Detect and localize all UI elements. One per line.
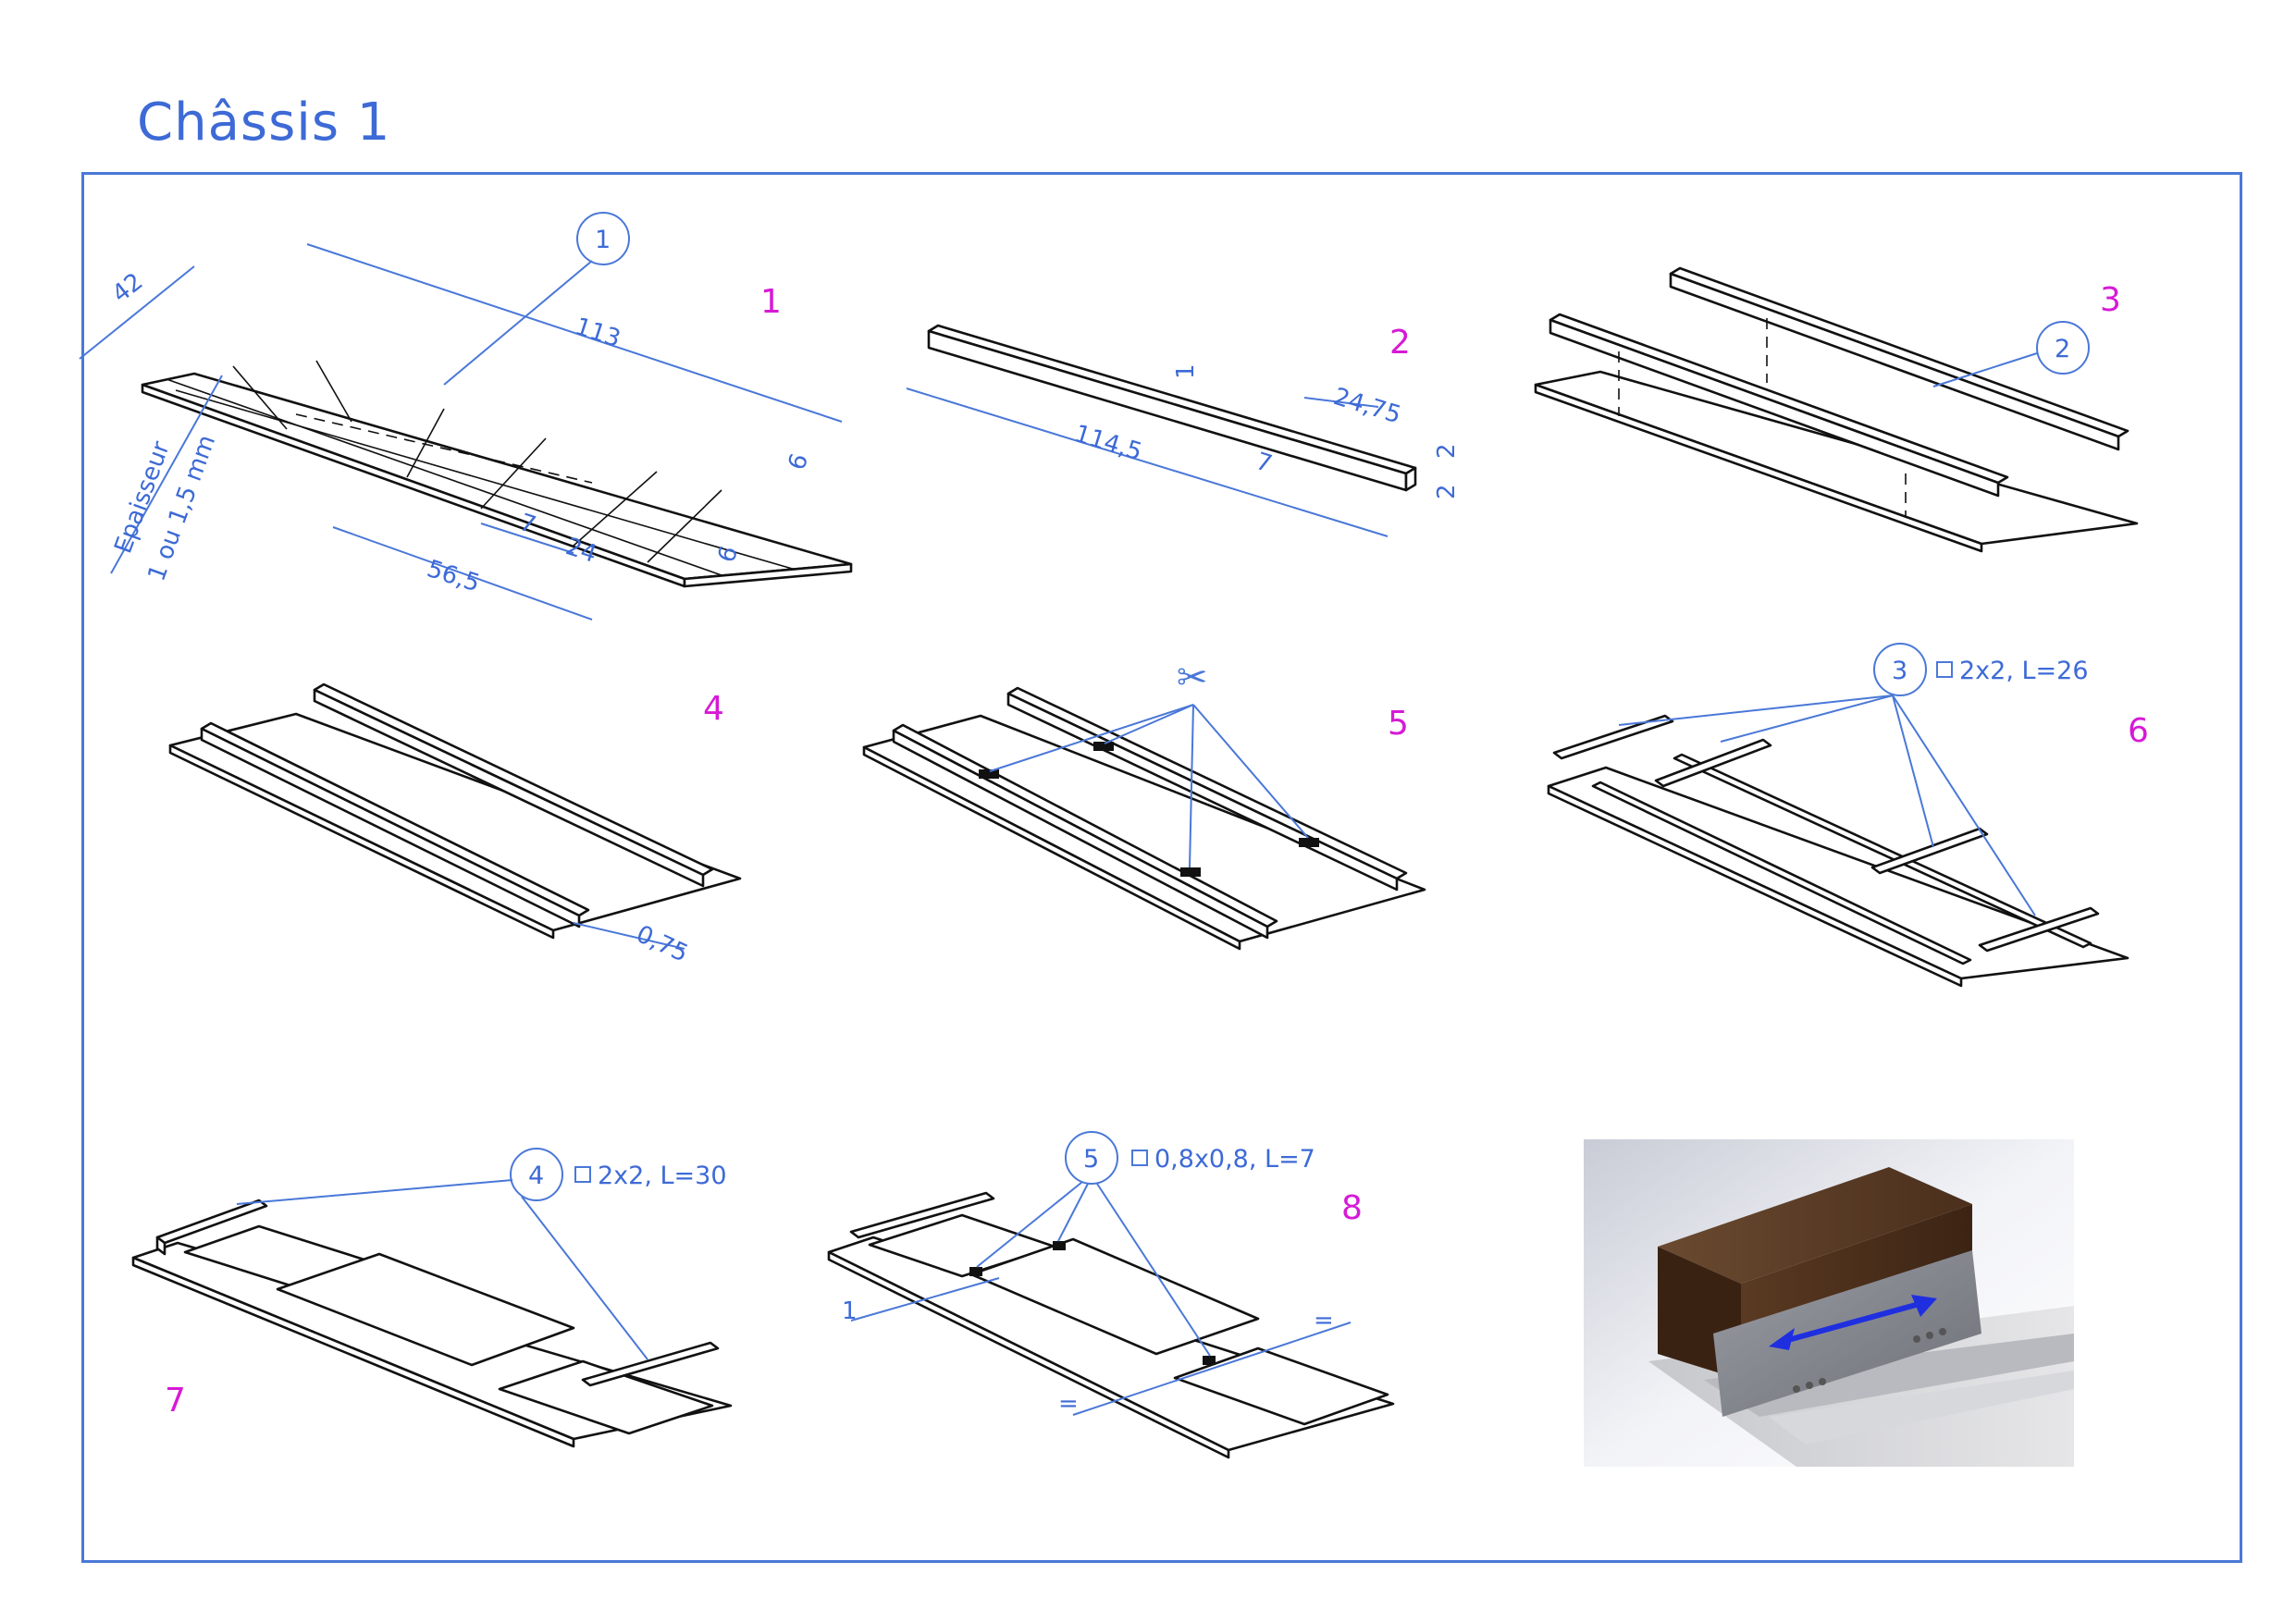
dim-6a: 6 xyxy=(783,450,814,474)
crossbar-1 xyxy=(1552,714,1674,760)
step-1-panel: 42 113 1 1 Epaisseur 1 ou 1,5 mm 56,5 7 … xyxy=(74,203,870,629)
step-2-number: 2 xyxy=(1389,324,1411,362)
callout-2-label: 2 xyxy=(2055,335,2070,363)
plate-top xyxy=(141,372,853,581)
step-8-panel: 5 0,8x0,8, L=7 1 = = 8 xyxy=(814,1110,1425,1480)
rail-right xyxy=(1673,753,2092,949)
section-square-icon xyxy=(574,1166,591,1183)
crossbar-4 xyxy=(1978,906,2100,953)
step-1-number: 1 xyxy=(760,283,782,321)
step-4-number: 4 xyxy=(703,690,724,728)
step-2-drawing: 114,5 24,75 1 7 2 2 2 xyxy=(906,324,1461,537)
frame-2 xyxy=(969,1237,1260,1356)
rail-end xyxy=(1404,466,1417,492)
render-preview xyxy=(1584,1139,2074,1467)
scissors-icon: ✂ xyxy=(1177,657,1208,699)
spacer-piece xyxy=(969,1267,982,1276)
crossbar-top xyxy=(849,1191,995,1239)
step-6-drawing: 3 2x2, L=26 6 xyxy=(1547,643,2149,988)
frame-2 xyxy=(276,1252,575,1367)
dim-1: 1 xyxy=(1172,363,1200,379)
dim-7-rail: 7 xyxy=(1253,448,1276,479)
section-square-icon xyxy=(1131,1150,1148,1166)
dim-1-spacer: 1 xyxy=(842,1297,858,1325)
callout-3-spec: 2x2, L=26 xyxy=(1959,657,2089,685)
dim-2a: 2 xyxy=(1433,443,1461,459)
step-1-drawing: 42 113 1 1 Epaisseur 1 ou 1,5 mm 56,5 7 … xyxy=(79,212,853,621)
equal-mark-b: = xyxy=(1058,1390,1079,1418)
step-6-panel: 3 2x2, L=26 6 xyxy=(1517,638,2183,999)
base-plate-edge xyxy=(1534,383,1983,553)
step-8-number: 8 xyxy=(1341,1189,1363,1227)
step-7-number: 7 xyxy=(165,1382,186,1420)
callout-4-spec: 2x2, L=30 xyxy=(598,1162,727,1190)
callout-1-label: 1 xyxy=(595,226,611,254)
rail-left xyxy=(1591,781,1972,965)
dim-2b: 2 xyxy=(1433,484,1461,499)
base-plate xyxy=(1534,370,2139,546)
step-3-number: 3 xyxy=(2100,281,2121,319)
metal-plate xyxy=(1713,1250,1981,1417)
render-preview-image xyxy=(1584,1139,2074,1467)
step-8-drawing: 5 0,8x0,8, L=7 1 = = 8 xyxy=(827,1131,1395,1459)
dim-56-5: 56,5 xyxy=(424,555,483,597)
frame-3 xyxy=(1173,1346,1389,1426)
callout-2-circle xyxy=(2036,321,2090,375)
page-title: Châssis 1 xyxy=(137,92,391,153)
dim-114-5: 114,5 xyxy=(1071,420,1145,466)
step-5-number: 5 xyxy=(1388,705,1409,743)
motion-arrow xyxy=(1777,1299,1927,1346)
callout-4-circle xyxy=(510,1148,563,1201)
step-3-drawing: 2 3 xyxy=(1534,266,2139,553)
callout-3-label: 3 xyxy=(1892,657,1907,685)
section-square-icon xyxy=(1936,661,1953,678)
step-4-drawing: 0,75 4 xyxy=(168,682,742,968)
crossbar-2 xyxy=(1654,738,1772,788)
callout-5-label: 5 xyxy=(1083,1145,1099,1174)
callout-5-spec: 0,8x0,8, L=7 xyxy=(1154,1145,1315,1174)
step-5-drawing: ✂ 5 xyxy=(862,657,1426,951)
step-2-panel: 114,5 24,75 1 7 2 2 2 xyxy=(888,305,1480,583)
dim-24-75: 24,75 xyxy=(1330,383,1404,429)
wood-box-top xyxy=(1658,1167,1972,1284)
drawing-frame xyxy=(81,172,2242,1563)
crossbar-bottom xyxy=(581,1341,720,1387)
step-3-panel: 2 3 xyxy=(1517,266,2165,620)
frame-3 xyxy=(498,1359,714,1435)
callout-1-circle xyxy=(576,212,630,265)
step-5-panel: ✂ 5 xyxy=(851,647,1480,962)
callout-3-circle xyxy=(1873,643,1927,696)
cut-mark xyxy=(979,769,999,779)
equal-mark-a: = xyxy=(1314,1307,1334,1334)
dim-42: 42 xyxy=(107,268,149,309)
step-6-number: 6 xyxy=(2128,712,2149,750)
step-7-drawing: 4 2x2, L=30 7 xyxy=(131,1148,733,1448)
crossbar-3 xyxy=(1870,827,1989,875)
callout-5-circle xyxy=(1065,1131,1118,1185)
step-7-panel: 4 2x2, L=30 7 xyxy=(130,1128,777,1480)
callout-4-label: 4 xyxy=(528,1162,544,1190)
step-4-panel: 0,75 4 xyxy=(157,675,768,968)
dim-113: 113 xyxy=(572,313,623,353)
